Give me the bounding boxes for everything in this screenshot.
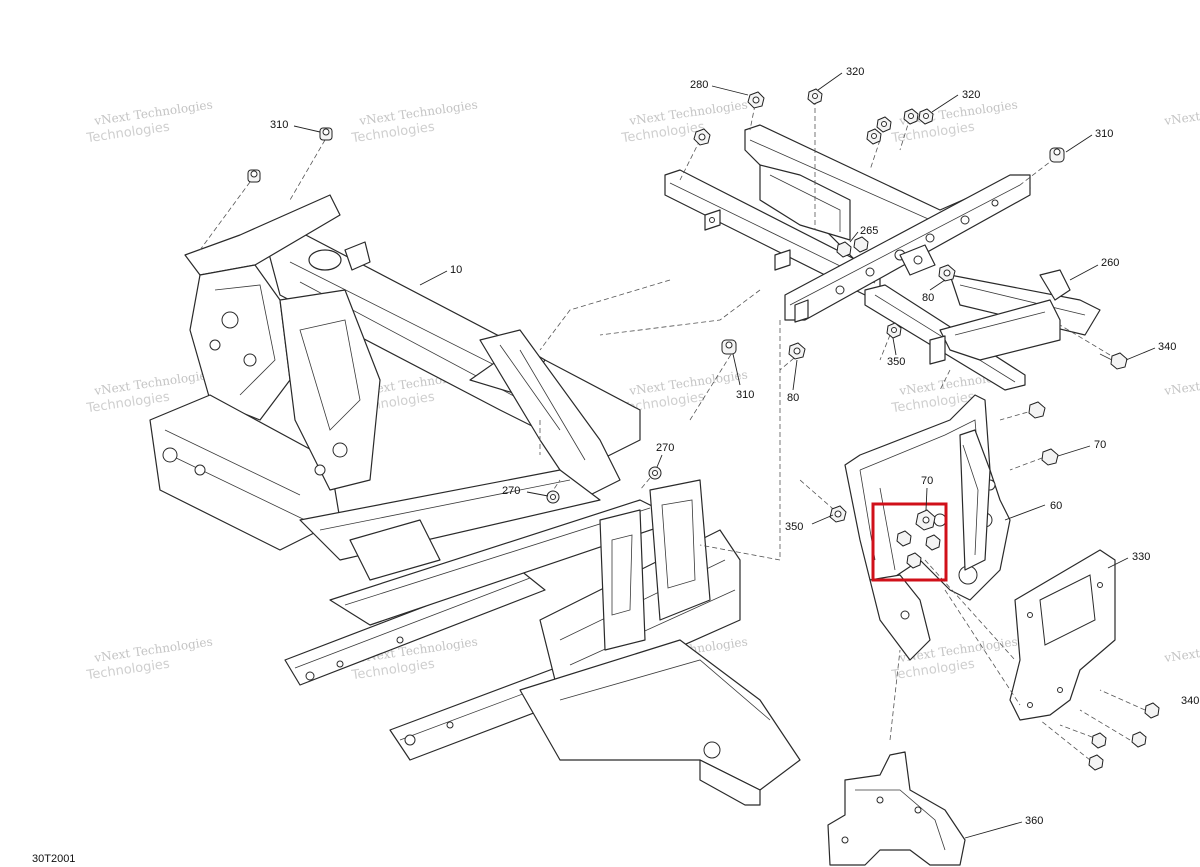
bolt-340-a (1099, 352, 1128, 370)
nut-80-b (788, 342, 806, 360)
bolt-265-b (853, 236, 869, 253)
diagram-reference: 30T2001 (32, 853, 75, 865)
bolt-340-d (1091, 732, 1107, 749)
nut-320-c (918, 108, 934, 125)
rear-subframe-part-260 (664, 124, 1101, 391)
callout-320-top: 320 (846, 66, 864, 78)
callout-320-right: 320 (962, 89, 980, 101)
callout-60: 60 (1050, 500, 1062, 512)
nut-350-a (886, 322, 902, 339)
bolt-340-c (1131, 731, 1147, 748)
bolt-340-b (1144, 702, 1160, 719)
cap-nut-310-left (319, 127, 333, 141)
watermark-text: vNext Technologies (1162, 635, 1200, 666)
cap-nut-310-top-left (247, 169, 261, 183)
callout-310-right: 310 (1095, 128, 1113, 140)
callout-270-right: 270 (656, 442, 674, 454)
callout-280: 280 (690, 79, 708, 91)
callout-340-upper: 340 (1158, 341, 1176, 353)
callout-310-left: 310 (270, 119, 288, 131)
callout-10: 10 (450, 264, 462, 276)
skid-plate-part-330 (1009, 549, 1116, 721)
callout-310-middle: 310 (736, 389, 754, 401)
bolt-340-e (1088, 754, 1104, 771)
nut-350-b (829, 505, 847, 523)
callout-265: 265 (860, 225, 878, 237)
watermark-text: vNext Technologies (1162, 368, 1200, 399)
bolt-70-highlighted (896, 509, 941, 569)
callout-80-middle: 80 (787, 392, 799, 404)
bolt-265-a (836, 241, 852, 258)
nut-270-b (648, 466, 662, 480)
callout-350-lower: 350 (785, 521, 803, 533)
support-bracket-part-60 (844, 394, 1011, 661)
nut-80-a (938, 264, 956, 282)
bolt-70-a (1028, 401, 1046, 419)
nut-320-a (807, 88, 823, 105)
callout-330: 330 (1132, 551, 1150, 563)
fasteners (247, 88, 1160, 771)
nut-320-e (866, 128, 882, 145)
nut-270-a (546, 490, 560, 504)
nut-280 (747, 91, 765, 109)
nut-320-d (876, 116, 892, 133)
lower-bracket-part-360 (827, 751, 966, 866)
highlight-box (871, 502, 948, 582)
callout-70-highlighted: 70 (921, 475, 933, 487)
callout-80-right: 80 (922, 292, 934, 304)
callout-labels: 10 280 320 320 310 310 310 265 260 80 80… (270, 66, 1199, 827)
callout-270-left: 270 (502, 485, 520, 497)
callout-350-upper: 350 (887, 356, 905, 368)
nut-280-b (693, 128, 711, 146)
callout-360: 360 (1025, 815, 1043, 827)
callout-340-lower: 340 (1181, 695, 1199, 707)
callout-70-right: 70 (1094, 439, 1106, 451)
nut-320-b (903, 108, 919, 125)
leader-lines (293, 72, 1156, 839)
main-frame-part-10 (149, 194, 801, 806)
cap-nut-310-right (1049, 147, 1065, 163)
bolt-70-b (1041, 448, 1059, 466)
watermark-text: vNext Technologies (1162, 98, 1200, 129)
cap-nut-310-middle (721, 339, 737, 355)
callout-260: 260 (1101, 257, 1119, 269)
